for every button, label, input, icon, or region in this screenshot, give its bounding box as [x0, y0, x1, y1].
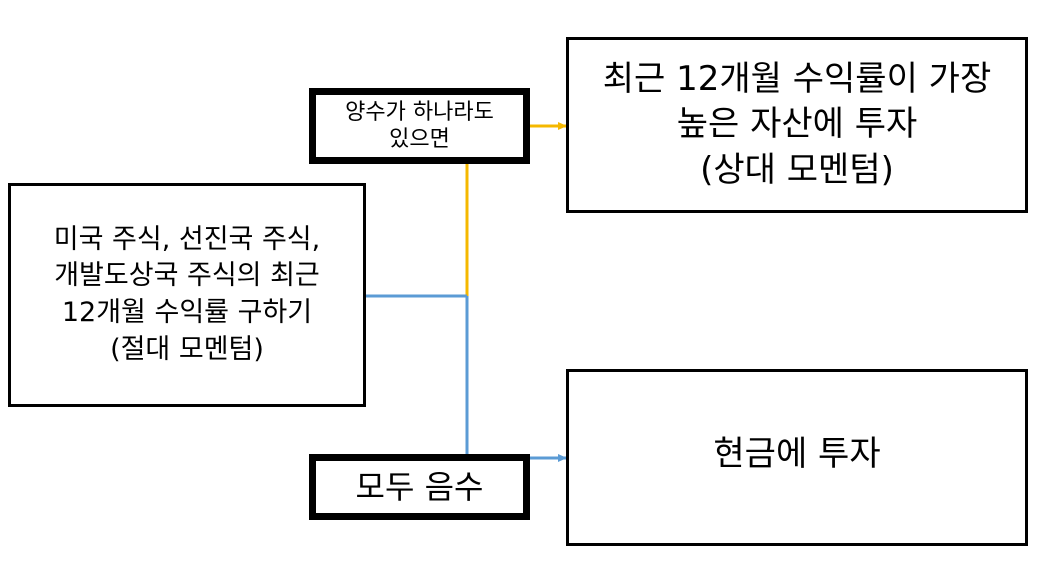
- positive-condition-box: 양수가 하나라도 있으면: [309, 88, 530, 164]
- absolute-momentum-box: 미국 주식, 선진국 주식, 개발도상국 주식의 최근 12개월 수익률 구하기…: [8, 183, 366, 407]
- relative-momentum-box: 최근 12개월 수익률이 가장 높은 자산에 투자 (상대 모멘텀): [566, 37, 1028, 213]
- cash-investment-box: 현금에 투자: [566, 369, 1028, 546]
- negative-condition-box: 모두 음수: [309, 454, 530, 520]
